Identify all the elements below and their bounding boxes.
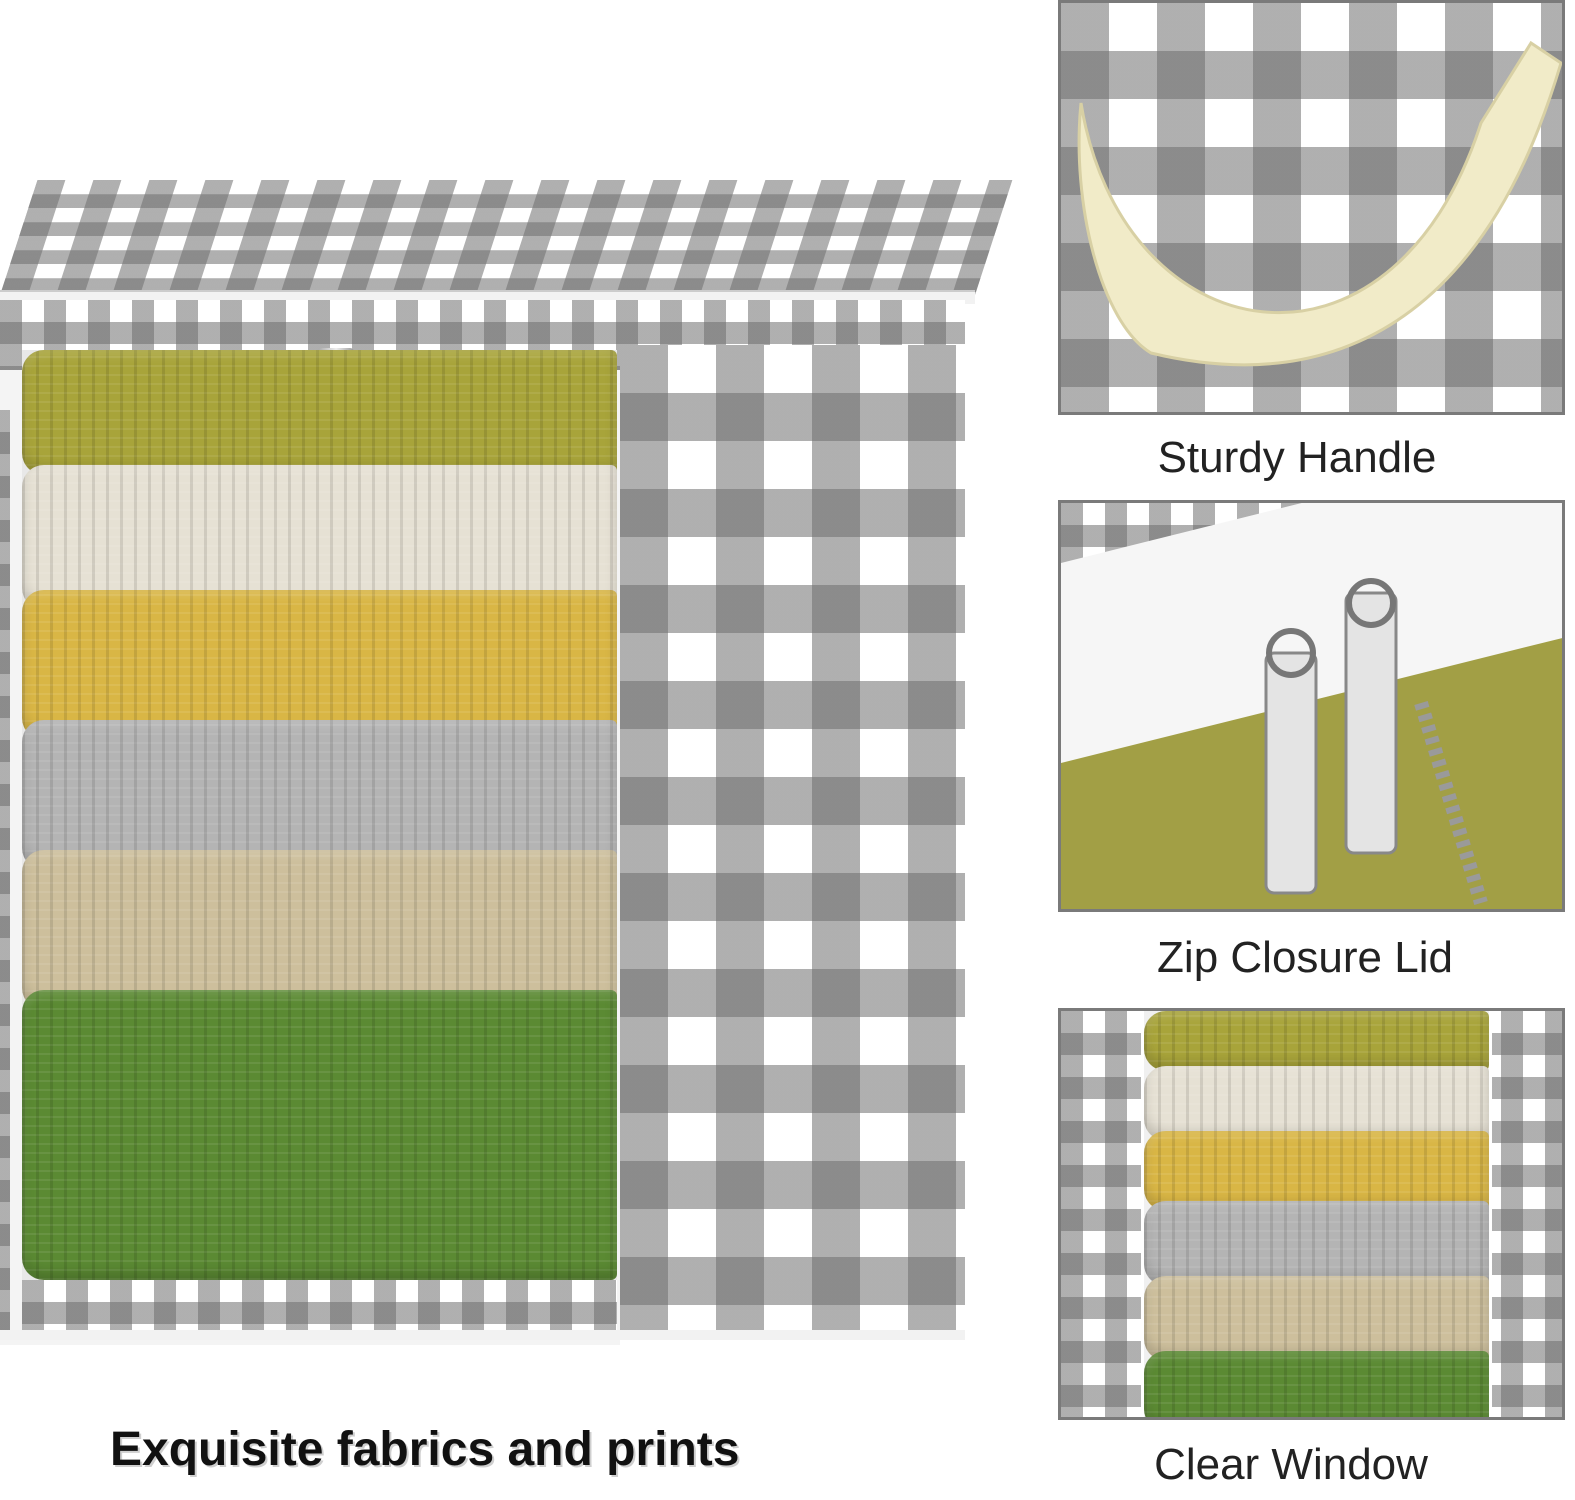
sweater-mustard <box>22 590 617 740</box>
mini-sweater-mustard <box>1144 1131 1489 1211</box>
box-bottom-trim <box>0 1330 965 1340</box>
lid-front-edge <box>0 300 965 370</box>
mini-sweater-cream <box>1144 1066 1489 1141</box>
main-headline: Exquisite fabrics and prints <box>110 1423 740 1476</box>
mini-sweater-olive <box>1144 1011 1489 1071</box>
main-product-image <box>0 150 1013 1345</box>
window-icon <box>1141 1011 1492 1417</box>
handle-icon <box>1077 40 1562 367</box>
sweater-green <box>22 990 617 1280</box>
sweater-cream <box>22 465 617 610</box>
box-left-edge <box>0 410 10 1340</box>
mini-sweater-gray <box>1144 1201 1489 1286</box>
mini-sweater-beige <box>1144 1276 1489 1361</box>
sweater-olive <box>22 350 617 475</box>
sweater-beige <box>22 850 617 1010</box>
feature-handle-image <box>1058 0 1565 415</box>
feature-window-image <box>1058 1008 1565 1420</box>
box-side-panel <box>620 345 965 1335</box>
feature-zipper-caption: Zip Closure Lid <box>1157 933 1453 982</box>
zipper-icon <box>1264 578 1488 906</box>
window-floor <box>22 1280 617 1335</box>
feature-zipper-image <box>1058 500 1565 912</box>
clear-window <box>22 350 617 1335</box>
feature-handle-caption: Sturdy Handle <box>1157 433 1437 482</box>
box-lid <box>0 180 1013 295</box>
feature-window-caption: Clear Window <box>1154 1440 1428 1489</box>
mini-sweater-green <box>1144 1351 1489 1417</box>
sweater-gray <box>22 720 617 870</box>
